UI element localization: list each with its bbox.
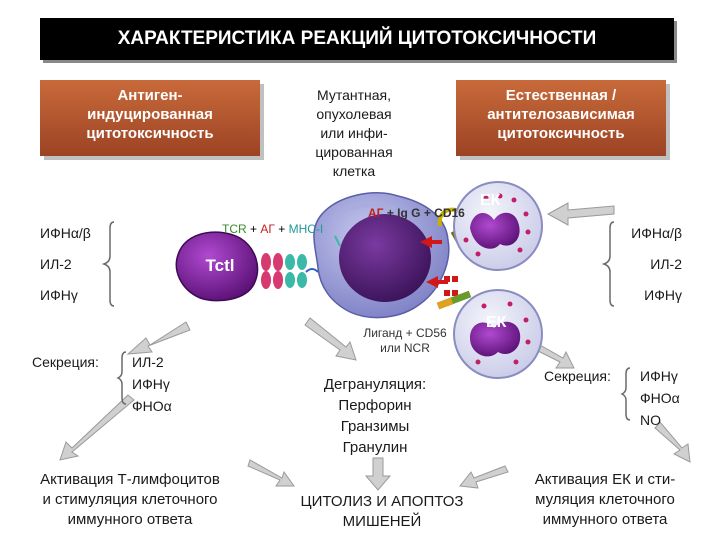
arrow-to-cytolysis: [364, 457, 392, 491]
right-box-line-3: цитотоксичность: [497, 125, 625, 142]
bottom-right-line-2: муляция клеточного: [535, 491, 675, 508]
tcr-receptors: [261, 253, 319, 289]
tctl-cell: [175, 231, 259, 302]
natural-cytotoxicity-box: Естественная / антителозависимая цитоток…: [456, 80, 666, 156]
right-secretion-label: Секреция:: [544, 368, 611, 384]
right-box-line-2: антителозависимая: [487, 106, 635, 123]
left-cytokine-1: ИФНα/β: [40, 225, 91, 241]
left-box-line-1: Антиген-: [117, 87, 183, 104]
arrow-right-to-cytolysis: [459, 465, 509, 489]
granule-cluster: [444, 276, 458, 296]
ek-cell-2-granules: [475, 301, 531, 365]
red-arrows: [420, 236, 448, 288]
arrow-to-left-secretion: [126, 321, 191, 355]
page-title: ХАРАКТЕРИСТИКА РЕАКЦИЙ ЦИТОТОКСИЧНОСТИ: [40, 18, 674, 60]
arrow-to-ek: [546, 202, 615, 226]
bottom-left-line-2: и стимуляция клеточного: [42, 491, 218, 508]
left-box-line-2: индуцированная: [87, 106, 213, 123]
target-line-5: клетка: [332, 163, 376, 179]
tcr-ag-text: АГ: [260, 222, 275, 236]
ek-cell-1-granules: [463, 193, 531, 257]
bottom-left-line-3: иммунного ответа: [67, 511, 193, 528]
left-secretion-item-3: ФНОα: [132, 398, 172, 414]
degranulation-line-4: Гранулин: [342, 439, 408, 456]
bottom-right-text: Активация ЕК и сти- муляция клеточного и…: [500, 470, 710, 530]
target-nucleus: [339, 214, 431, 302]
tcr-label: TCR + АГ + MHC-I: [222, 222, 323, 236]
ek-cell-1-nucleus: [470, 212, 520, 249]
arrow-to-bottom-right: [654, 421, 691, 463]
tcr-pointer: [334, 235, 341, 247]
igg-label: АГ + Ig G + CD16: [368, 206, 465, 220]
left-cytokine-3: ИФНγ: [40, 287, 78, 303]
tctl-label: Tctl: [205, 256, 235, 275]
right-cytokine-2: ИЛ-2: [650, 256, 682, 272]
left-box-line-3: цитотоксичность: [86, 125, 214, 142]
bottom-right-line-3: иммунного ответа: [542, 511, 668, 528]
degranulation-block: Дегрануляция: Перфорин Гранзимы Гранулин: [300, 374, 450, 458]
right-box-line-1: Естественная /: [505, 87, 617, 104]
bottom-left-text: Активация Т-лимфоцитов и стимуляция клет…: [10, 470, 250, 530]
degranulation-line-3: Гранзимы: [340, 418, 410, 435]
left-secretion-label: Секреция:: [32, 354, 99, 370]
right-secretion-item-3: NO: [640, 412, 661, 428]
target-line-2: опухолевая: [316, 106, 392, 122]
ligand-line-1: Лиганд + CD56: [363, 326, 447, 340]
left-cytokine-2: ИЛ-2: [40, 256, 72, 272]
target-line-4: цированная: [315, 144, 393, 160]
bottom-center-line-2: МИШЕНЕЙ: [342, 513, 422, 530]
ek-cell-2-nucleus: [470, 321, 521, 357]
right-cytokine-3: ИФНγ: [644, 287, 682, 303]
arrow-to-degranulation: [304, 317, 357, 361]
antigen-induced-box: Антиген- индуцированная цитотоксичность: [40, 80, 260, 156]
right-cytokine-1: ИФНα/β: [631, 225, 682, 241]
bottom-left-line-1: Активация Т-лимфоцитов: [40, 471, 220, 488]
ek-label-1: ЕК: [480, 192, 501, 209]
bottom-center-line-1: ЦИТОЛИЗ И АПОПТОЗ: [300, 493, 464, 510]
mhc-text: MHC-I: [288, 222, 324, 236]
bottom-right-line-1: Активация ЕК и сти-: [534, 471, 676, 488]
target-cell-description: Мутантная, опухолевая или инфи- цированн…: [284, 86, 424, 181]
degranulation-line-2: Перфорин: [338, 397, 412, 414]
target-line-1: Мутантная,: [317, 87, 391, 103]
igg-ag-text: АГ: [368, 206, 384, 220]
flow-arrows: [59, 202, 691, 491]
right-secretion-item-2: ФНОα: [640, 390, 680, 406]
tcr-text: TCR: [222, 222, 247, 236]
degranulation-line-1: Дегрануляция:: [323, 376, 427, 393]
left-secretion-item-1: ИЛ-2: [132, 354, 164, 370]
tcr-plus-1: +: [250, 222, 258, 236]
braces: [101, 221, 631, 421]
left-secretion-item-2: ИФНγ: [132, 376, 170, 392]
igg-rest-text: + Ig G + CD16: [386, 206, 465, 220]
tcr-plus-2: +: [278, 222, 286, 236]
target-line-3: или инфи-: [320, 125, 388, 141]
bottom-center-text: ЦИТОЛИЗ И АПОПТОЗ МИШЕНЕЙ: [282, 492, 482, 532]
arrow-to-bottom-left: [59, 394, 135, 461]
right-secretion-item-1: ИФНγ: [640, 368, 678, 384]
target-cell-inner-membrane: [331, 203, 397, 220]
ek-label-2: ЕК: [486, 314, 507, 331]
arrow-left-to-cytolysis: [247, 459, 295, 487]
ligand-label: Лиганд + CD56 или NCR: [346, 326, 464, 356]
ligand-line-2: или NCR: [380, 341, 430, 355]
